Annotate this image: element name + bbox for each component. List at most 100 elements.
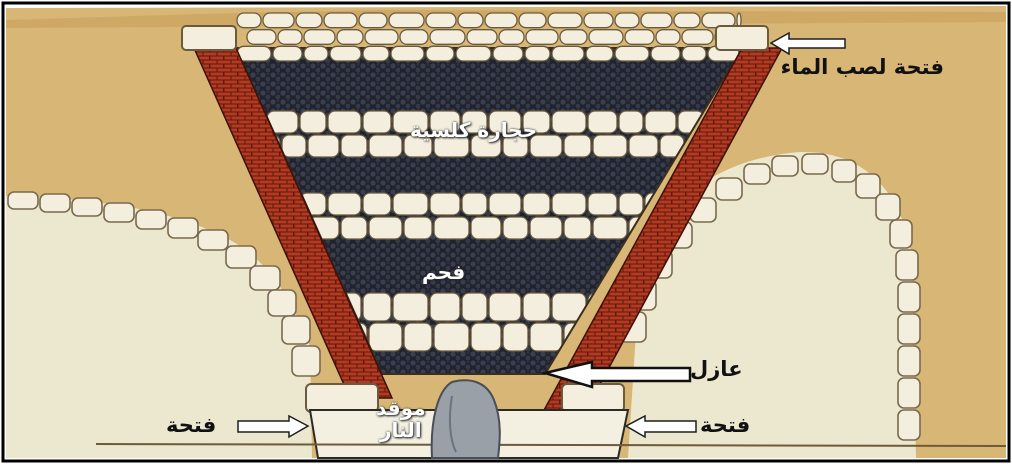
limestone-rock [282, 135, 306, 157]
limestone-rock [369, 217, 402, 239]
limestone-rock [564, 217, 591, 239]
limestone-rock [564, 135, 591, 157]
label-limestone: حجارة كلسية [410, 120, 537, 141]
limestone-rock [393, 193, 428, 215]
limestone-rock [430, 193, 460, 215]
limestone-rock [503, 323, 528, 351]
limestone-rock [589, 30, 623, 45]
limestone-rock [593, 217, 627, 239]
limestone-rock [365, 30, 398, 45]
limestone-rock [456, 46, 491, 61]
limestone-rock [389, 13, 424, 28]
limestone-rock [552, 111, 586, 133]
limestone-rock [341, 217, 367, 239]
limestone-rock [434, 323, 469, 351]
limestone-rock [363, 46, 389, 61]
limestone-rock [369, 135, 402, 157]
limestone-rock [489, 193, 521, 215]
limestone-rock [493, 46, 523, 61]
limestone-rock [426, 46, 454, 61]
limestone-rock [519, 13, 546, 28]
limestone-rock [278, 30, 302, 45]
limestone-rock [656, 30, 680, 45]
right-cap-stone [716, 26, 768, 50]
limestone-rock [471, 217, 501, 239]
left-cap-stone [182, 26, 236, 50]
label-fire-pit-line1: موقد [376, 398, 426, 419]
limestone-rock [462, 293, 487, 321]
limestone-rock [330, 46, 361, 61]
limestone-rock [682, 30, 713, 45]
limestone-rock [462, 193, 487, 215]
limestone-rock [430, 30, 465, 45]
limestone-rock [619, 111, 643, 133]
limestone-rock [400, 30, 428, 45]
limestone-rock [391, 46, 424, 61]
limestone-rock [341, 135, 367, 157]
limestone-rock [237, 13, 261, 28]
limestone-rock [467, 30, 497, 45]
label-insulator: عازل [690, 358, 743, 380]
fire-pit-stone [432, 380, 500, 458]
limestone-rock [552, 46, 584, 61]
label-opening-right: فتحة [700, 414, 750, 436]
limestone-rock [337, 30, 363, 45]
limestone-rock [593, 135, 627, 157]
limestone-rock [363, 293, 391, 321]
limestone-rock [523, 293, 550, 321]
limestone-rock [523, 193, 550, 215]
limestone-rock [263, 13, 294, 28]
label-opening-left: فتحة [166, 414, 216, 436]
limestone-rock [296, 13, 322, 28]
limestone-rock [560, 30, 587, 45]
limestone-rock [682, 46, 706, 61]
limestone-rock [645, 111, 676, 133]
limestone-rock [530, 217, 562, 239]
limestone-rock [629, 135, 658, 157]
limestone-rock [530, 323, 562, 351]
limestone-rock [619, 193, 643, 215]
limestone-rock [300, 111, 326, 133]
limestone-rock [430, 293, 460, 321]
limestone-rock [615, 46, 649, 61]
limestone-rock [434, 217, 469, 239]
limestone-rock [584, 13, 613, 28]
top-limestone-row [237, 13, 741, 61]
limestone-rock [548, 13, 582, 28]
limestone-rock [525, 46, 550, 61]
limestone-rock [588, 111, 617, 133]
limestone-rock [363, 111, 391, 133]
limestone-rock [625, 30, 654, 45]
limestone-rock [552, 193, 586, 215]
limestone-rock [674, 13, 700, 28]
limestone-rock [328, 111, 361, 133]
limestone-rock [615, 13, 639, 28]
limestone-rock [404, 217, 432, 239]
limestone-rock [237, 46, 271, 61]
limestone-rock [588, 193, 617, 215]
label-fire-pit-line2: النار [380, 420, 422, 441]
limestone-rock [359, 13, 387, 28]
limestone-rock [328, 193, 361, 215]
left-base-stone [306, 384, 378, 412]
limestone-rock [503, 217, 528, 239]
limestone-rock [426, 13, 456, 28]
limestone-rock [586, 46, 613, 61]
limestone-rock [308, 135, 339, 157]
limestone-rock [641, 13, 672, 28]
limestone-rock [247, 30, 276, 45]
limestone-rock [324, 13, 357, 28]
limestone-rock [363, 193, 391, 215]
limestone-rock [651, 46, 680, 61]
limestone-rock [458, 13, 483, 28]
label-coal: فحم [422, 262, 465, 283]
limestone-rock [404, 323, 432, 351]
limestone-rock [485, 13, 517, 28]
limestone-rock [489, 293, 521, 321]
limestone-rock [304, 30, 335, 45]
limestone-rock [471, 323, 501, 351]
limestone-rock [304, 46, 328, 61]
limestone-rock [393, 293, 428, 321]
label-water-opening: فتحة لصب الماء [781, 56, 944, 78]
